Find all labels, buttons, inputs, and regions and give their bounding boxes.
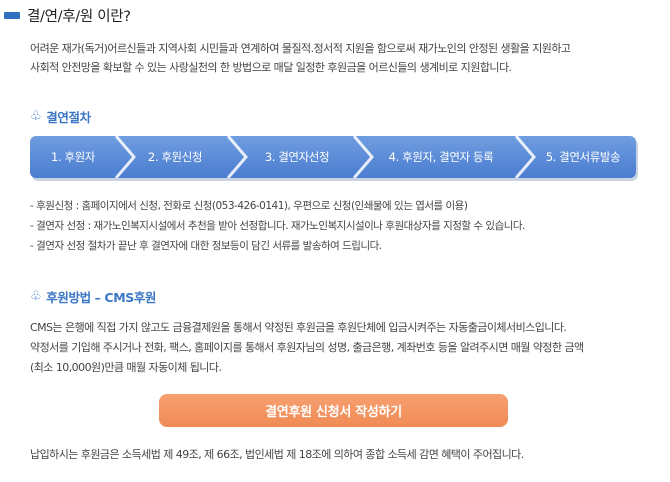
cms-line-3: (최소 10,000원)만큼 매월 자동이체 됩니다. xyxy=(30,361,222,374)
steps-bar: 1. 후원자 2. 후원신청 3. 결연자선정 4. 후원자, 결연자 등록 5… xyxy=(30,136,636,178)
procedure-steps: 1. 후원자 2. 후원신청 3. 결연자선정 4. 후원자, 결연자 등록 5… xyxy=(30,136,638,181)
club-icon: ♧ xyxy=(30,289,42,304)
note-selection: - 결연자 선정 : 재가노인복지시설에서 추천을 받아 선정합니다. 재가노인… xyxy=(30,220,525,232)
apply-form-button[interactable]: 결연후원 신청서 작성하기 xyxy=(159,394,508,427)
step-4: 4. 후원자, 결연자 등록 xyxy=(388,150,494,164)
chevron-right-icon xyxy=(226,136,248,178)
page-title-row: 결/연/후/원 이란? xyxy=(4,4,131,26)
cms-heading: ♧ 후원방법 – CMS후원 xyxy=(30,287,156,306)
chevron-right-icon xyxy=(352,136,374,178)
page-title: 결/연/후/원 이란? xyxy=(27,8,131,25)
intro-line-2: 사회적 안전망을 확보할 수 있는 사랑실천의 한 방법으로 매달 일정한 후원… xyxy=(30,61,512,74)
procedure-heading-label: 결연절차 xyxy=(46,110,91,125)
intro-line-1: 어려운 재가(독거)어르신들과 지역사회 시민들과 연계하여 물질적.정서적 지… xyxy=(30,42,571,55)
club-icon: ♧ xyxy=(30,109,42,124)
step-1: 1. 후원자 xyxy=(51,150,95,164)
note-apply: - 후원신청 : 홈페이지에서 신청, 전화로 신청(053-426-0141)… xyxy=(30,200,468,212)
step-3: 3. 결연자선정 xyxy=(264,150,330,164)
chevron-right-icon xyxy=(114,136,136,178)
title-bar-icon xyxy=(4,11,20,19)
procedure-notes: - 후원신청 : 홈페이지에서 신청, 전화로 신청(053-426-0141)… xyxy=(30,196,525,256)
step-5: 5. 결연서류발송 xyxy=(545,150,621,164)
procedure-heading: ♧ 결연절차 xyxy=(30,107,91,126)
tax-benefit-note: 납입하시는 후원금은 소득세법 제 49조, 제 66조, 법인세법 제 18조… xyxy=(30,448,524,461)
chevron-right-icon xyxy=(514,136,536,178)
cms-heading-label: 후원방법 – CMS후원 xyxy=(46,290,157,305)
cms-line-1: CMS는 은행에 직접 가지 않고도 금융결제원을 통해서 약정된 후원금을 후… xyxy=(30,321,567,334)
step-2: 2. 후원신청 xyxy=(147,150,203,164)
note-documents: - 결연자 선정 절차가 끝난 후 결연자에 대한 정보등이 담긴 서류를 발송… xyxy=(30,240,382,252)
cms-line-2: 약정서를 기입해 주시거나 전화, 팩스, 홈페이지를 통해서 후원자님의 성명… xyxy=(30,341,584,354)
